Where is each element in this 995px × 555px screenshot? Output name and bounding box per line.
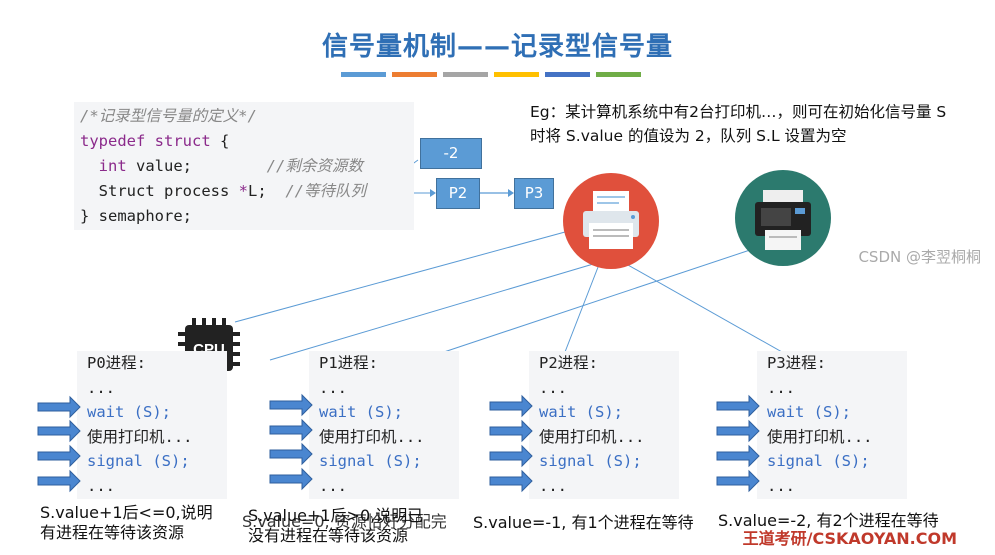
process-name: P3进程: [767, 354, 826, 372]
note-p3: S.value=-2, 有2个进程在等待 [718, 511, 939, 530]
process-line: ... [87, 476, 115, 495]
process-block-p1: P1进程: ... wait (S); 使用打印机... signal (S);… [309, 351, 459, 499]
process-signal: signal (S); [319, 452, 422, 470]
example-text: Eg：某计算机系统中有2台打印机…，则可在初始化信号量 S 时将 S.value… [530, 103, 947, 145]
printer-icon [735, 170, 831, 266]
code-line-queue: Struct process *L; //等待队列 [80, 179, 408, 204]
note-p0-line2: 有进程在等待该资源 [40, 523, 185, 542]
note-p0-line1: S.value+1后<=0,说明 [40, 503, 213, 522]
code-comment: //剩余资源数 [266, 157, 363, 175]
code-text: L; [247, 182, 267, 200]
code-comment: //等待队列 [285, 182, 366, 200]
note-p2: S.value=-1, 有1个进程在等待 [473, 513, 694, 532]
code-keyword: typedef struct [80, 132, 211, 150]
process-name: P1进程: [319, 354, 378, 372]
color-bar-6 [596, 72, 641, 77]
note-p1-line1: S.value+1后>0,说明已 [248, 506, 424, 525]
process-signal: signal (S); [539, 452, 642, 470]
code-line-value: int value; //剩余资源数 [80, 154, 408, 179]
process-block-p2: P2进程: ... wait (S); 使用打印机... signal (S);… [529, 351, 679, 499]
process-block-p0: P0进程: ... wait (S); 使用打印机... signal (S);… [77, 351, 227, 499]
process-line: ... [767, 476, 795, 495]
process-line: ... [319, 378, 347, 397]
note-p1: S.value+1后>0,说明已 没有进程在等待该资源 [248, 507, 423, 545]
code-text: value; [126, 157, 192, 175]
printer-icon [563, 173, 659, 269]
note-p0: S.value+1后<=0,说明 有进程在等待该资源 [40, 504, 213, 542]
title-color-bars [341, 72, 641, 77]
process-use: 使用打印机... [767, 427, 873, 446]
process-signal: signal (S); [767, 452, 870, 470]
process-wait: wait (S); [319, 403, 403, 421]
process-wait: wait (S); [539, 403, 623, 421]
code-type: int [98, 157, 127, 175]
color-bar-3 [443, 72, 488, 77]
color-bar-2 [392, 72, 437, 77]
color-bar-4 [494, 72, 539, 77]
process-line: ... [767, 378, 795, 397]
brand-label: 王道考研/CSKAOYAN.COM [742, 529, 957, 548]
process-line: ... [539, 476, 567, 495]
process-line: ... [319, 476, 347, 495]
code-line-typedef: typedef struct { [80, 129, 408, 154]
csdn-watermark: CSDN @李翌桐桐 [858, 248, 981, 266]
process-use: 使用打印机... [539, 427, 645, 446]
note-p1-line2: 没有进程在等待该资源 [248, 526, 409, 545]
slide-title: 信号量机制——记录型信号量 [321, 32, 673, 62]
process-use: 使用打印机... [87, 427, 193, 446]
process-signal: signal (S); [87, 452, 190, 470]
code-pointer: * [238, 182, 248, 200]
value-box: -2 [420, 138, 482, 169]
code-text: { [210, 132, 230, 150]
queue-item-p2: P2 [436, 178, 480, 209]
process-line: ... [87, 378, 115, 397]
code-line-close: } semaphore; [80, 207, 192, 225]
queue-item-p3: P3 [514, 178, 554, 209]
color-bar-5 [545, 72, 590, 77]
process-block-p3: P3进程: ... wait (S); 使用打印机... signal (S);… [757, 351, 907, 499]
note-p1-overlay: S.value=0, 资源恰好分配完 [242, 512, 447, 531]
process-line: ... [539, 378, 567, 397]
process-wait: wait (S); [767, 403, 851, 421]
semaphore-definition-code: /*记录型信号量的定义*/ typedef struct { int value… [74, 102, 414, 230]
process-name: P0进程: [87, 354, 146, 372]
color-bar-1 [341, 72, 386, 77]
process-use: 使用打印机... [319, 427, 425, 446]
code-comment-title: /*记录型信号量的定义*/ [80, 107, 257, 125]
code-text: Struct process [80, 182, 239, 200]
process-wait: wait (S); [87, 403, 171, 421]
process-name: P2进程: [539, 354, 598, 372]
